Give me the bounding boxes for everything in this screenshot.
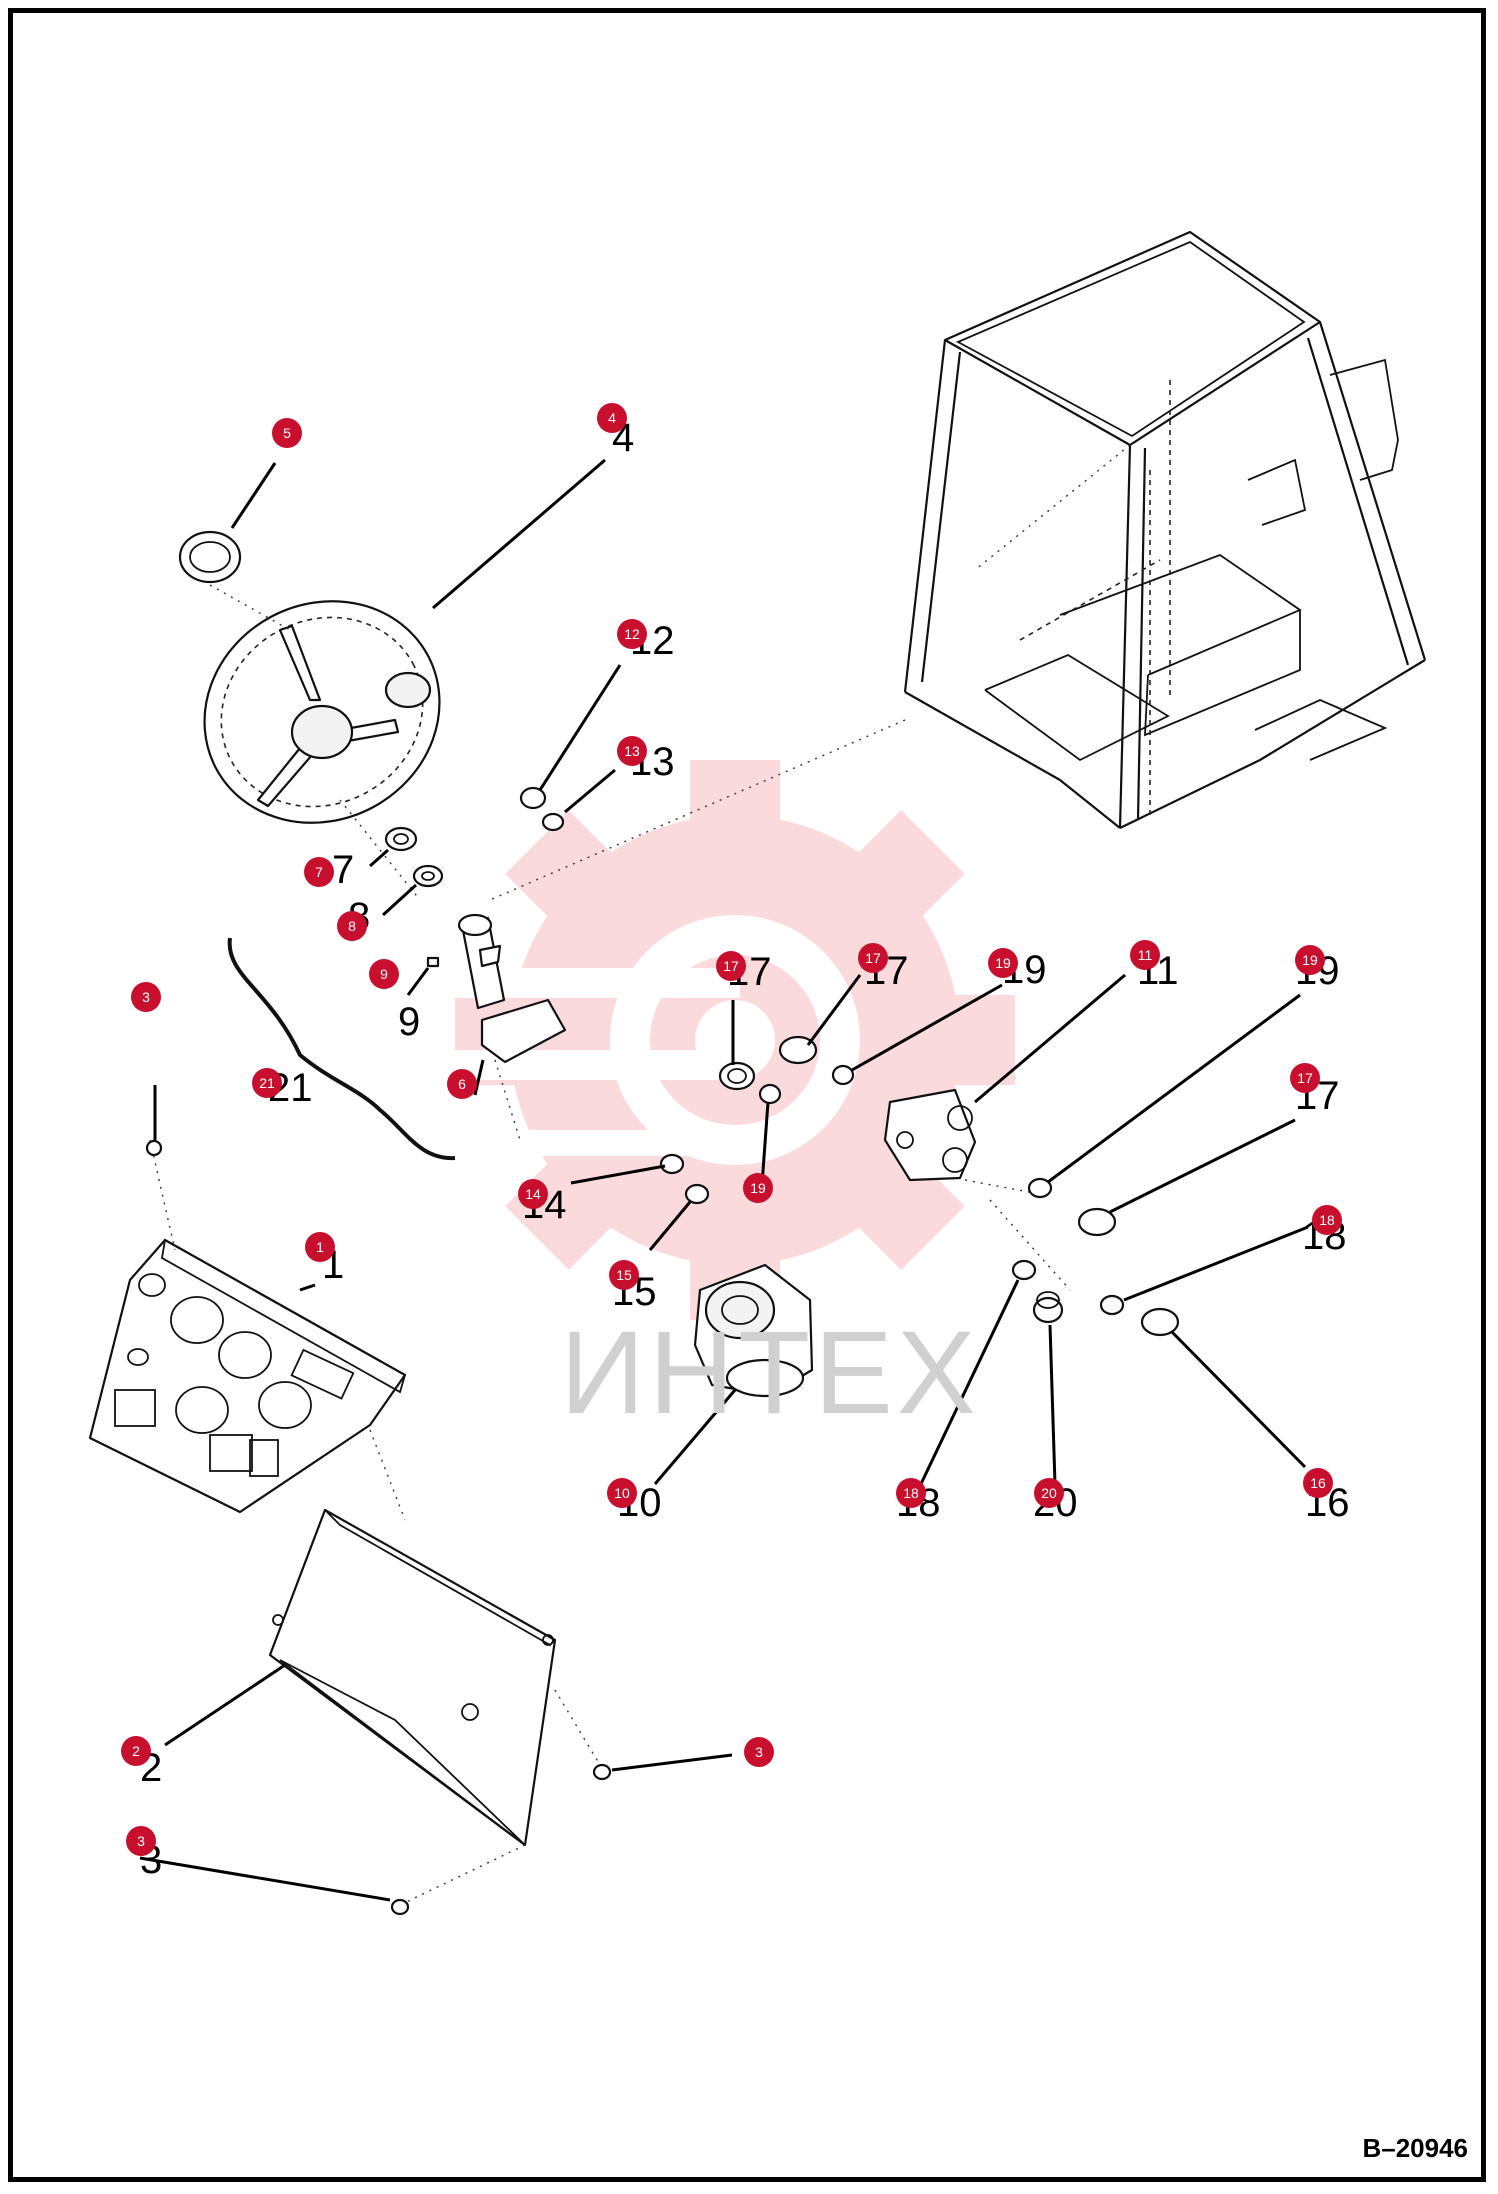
callout-marker[interactable]: 19 — [988, 948, 1018, 978]
fitting-part-12 — [519, 786, 547, 810]
callout-marker[interactable]: 20 — [1034, 1478, 1064, 1508]
part-number: 9 — [398, 1000, 421, 1044]
callout-marker[interactable]: 17 — [858, 943, 888, 973]
bolt-part-3c — [390, 1898, 410, 1916]
callout-marker[interactable]: 6 — [447, 1069, 477, 1099]
fitting-part-19b — [758, 1083, 782, 1105]
fitting-part-19c — [1027, 1177, 1053, 1199]
fitting-part-17c — [1077, 1207, 1117, 1237]
callout-marker[interactable]: 18 — [896, 1478, 926, 1508]
callout-marker[interactable]: 19 — [743, 1173, 773, 1203]
hydraulic-pump-part — [693, 1263, 814, 1398]
callout-marker[interactable]: 17 — [716, 951, 746, 981]
bolt-part-3a — [145, 1139, 163, 1157]
fitting-part-17b — [778, 1035, 818, 1065]
callout-marker[interactable]: 2 — [121, 1736, 151, 1766]
callout-marker[interactable]: 13 — [617, 736, 647, 766]
callout-marker[interactable]: 17 — [1290, 1063, 1320, 1093]
fitting-part-17a — [718, 1061, 756, 1091]
washer-part — [412, 864, 444, 888]
callout-marker[interactable]: 3 — [126, 1826, 156, 1856]
steering-nut-part — [384, 826, 418, 852]
fitting-part-19a — [831, 1064, 855, 1086]
fitting-part-15 — [684, 1183, 710, 1205]
steering-column-part — [457, 913, 567, 1141]
fitting-part-16 — [1140, 1307, 1180, 1337]
callout-marker[interactable]: 3 — [131, 982, 161, 1012]
callout-marker[interactable]: 11 — [1130, 940, 1160, 970]
cab-frame — [489, 230, 1427, 901]
fitting-part-13 — [541, 812, 565, 832]
callout-marker[interactable]: 10 — [607, 1478, 637, 1508]
fitting-part-18b — [1099, 1294, 1125, 1316]
watermark-text: ИНТЕХ — [560, 1307, 980, 1439]
fitting-part-18a — [1011, 1259, 1037, 1281]
part-number: 7 — [332, 848, 355, 892]
hose-part — [227, 937, 456, 1161]
leader-lines — [139, 458, 1309, 1902]
bolt-part-3b — [592, 1763, 612, 1781]
callout-marker[interactable]: 19 — [1295, 945, 1325, 975]
callout-marker[interactable]: 3 — [744, 1737, 774, 1767]
steering-wheel-part — [203, 584, 441, 901]
callout-marker[interactable]: 1 — [305, 1232, 335, 1262]
callout-marker[interactable]: 15 — [609, 1260, 639, 1290]
key-part — [426, 956, 440, 968]
callout-marker[interactable]: 12 — [617, 619, 647, 649]
callout-marker[interactable]: 4 — [597, 403, 627, 433]
horn-cap-part — [178, 530, 242, 584]
instrument-panel-part — [88, 1139, 407, 1521]
callout-marker[interactable]: 16 — [1303, 1468, 1333, 1498]
fitting-part-14 — [659, 1153, 685, 1175]
callout-marker[interactable]: 18 — [1312, 1205, 1342, 1235]
callout-marker[interactable]: 14 — [518, 1179, 548, 1209]
diagram-id-label: B–20946 — [1362, 2133, 1468, 2163]
callout-marker[interactable]: 21 — [252, 1068, 282, 1098]
callout-marker[interactable]: 7 — [304, 857, 334, 887]
callout-marker[interactable]: 8 — [337, 911, 367, 941]
callout-marker[interactable]: 5 — [272, 418, 302, 448]
page-border — [8, 8, 1486, 2182]
callout-marker[interactable]: 9 — [369, 959, 399, 989]
fitting-part-20 — [1032, 1291, 1064, 1324]
dash-bracket-part — [268, 1508, 601, 1906]
steering-valve-part — [883, 1088, 1071, 1291]
